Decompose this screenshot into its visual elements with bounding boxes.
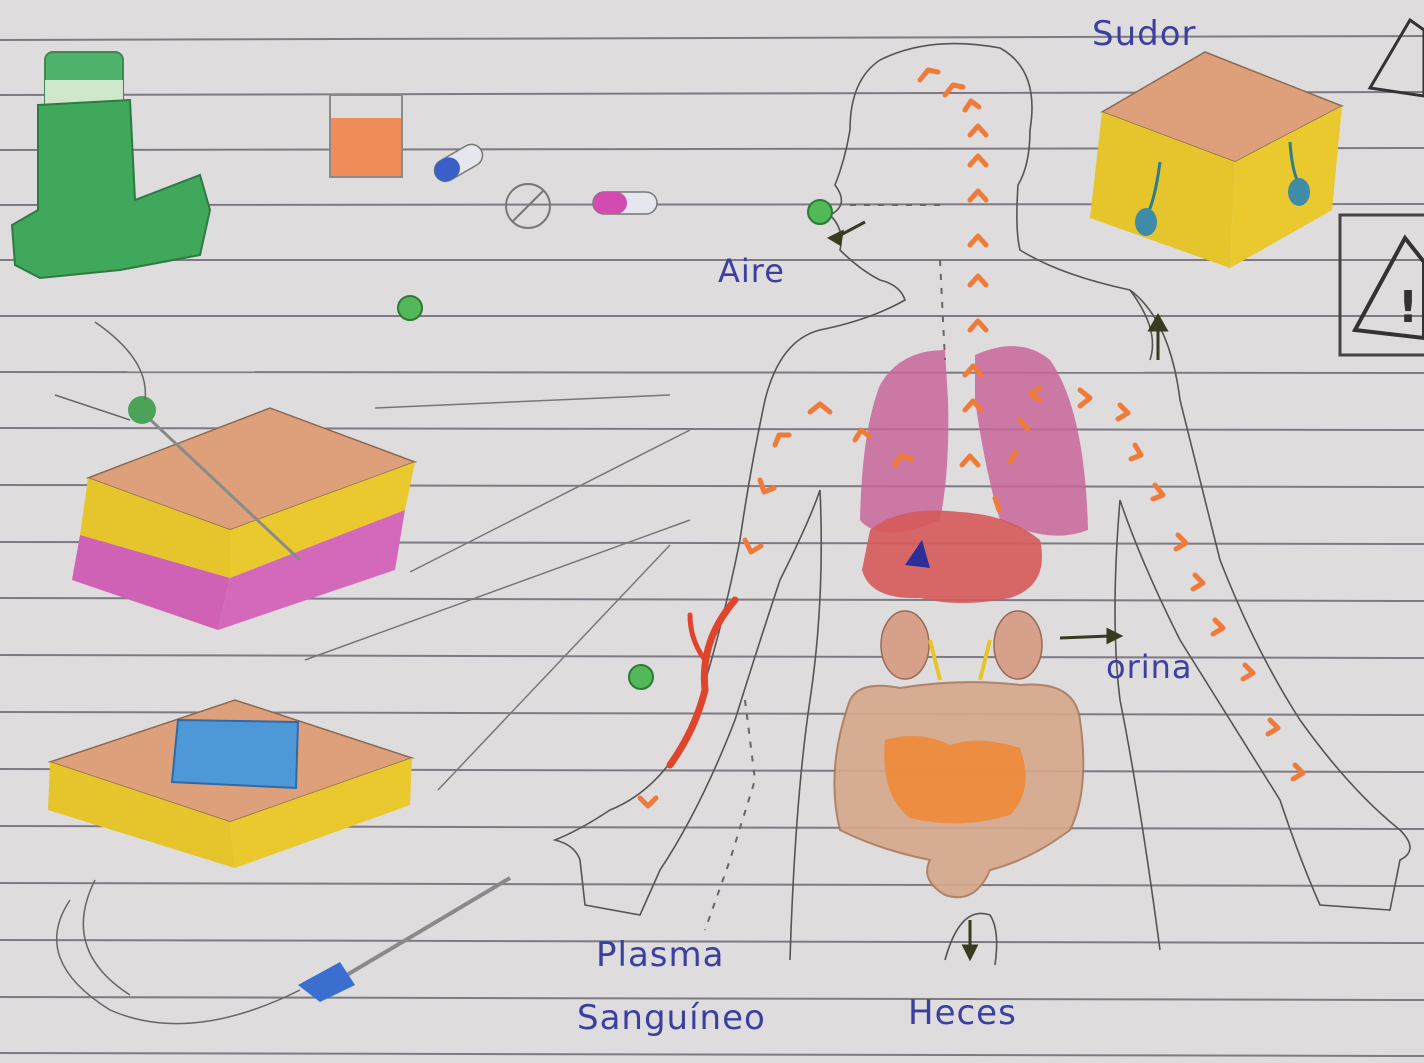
medicines-drawing [330, 95, 657, 320]
catheter-drawing [57, 878, 510, 1024]
svg-text:!: ! [1398, 282, 1418, 333]
intestines-drawing [834, 682, 1083, 897]
label-sanguineo: Sanguíneo [577, 998, 766, 1038]
label-sudor: Sudor [1092, 14, 1197, 54]
lungs-drawing [860, 346, 1088, 536]
label-orina: orina [1106, 648, 1193, 686]
label-heces: Heces [908, 993, 1017, 1033]
label-plasma: Plasma [596, 935, 724, 975]
warning-sign-icon: ! [1340, 20, 1424, 355]
vein-drawing [670, 600, 735, 765]
injection-skin-drawing [55, 322, 690, 790]
sweat-skin-drawing [1090, 52, 1342, 268]
transdermal-patch-drawing [48, 700, 412, 868]
label-aire: Aire [718, 252, 785, 290]
kidneys-drawing [881, 611, 1042, 680]
inhaler-drawing [12, 52, 210, 278]
